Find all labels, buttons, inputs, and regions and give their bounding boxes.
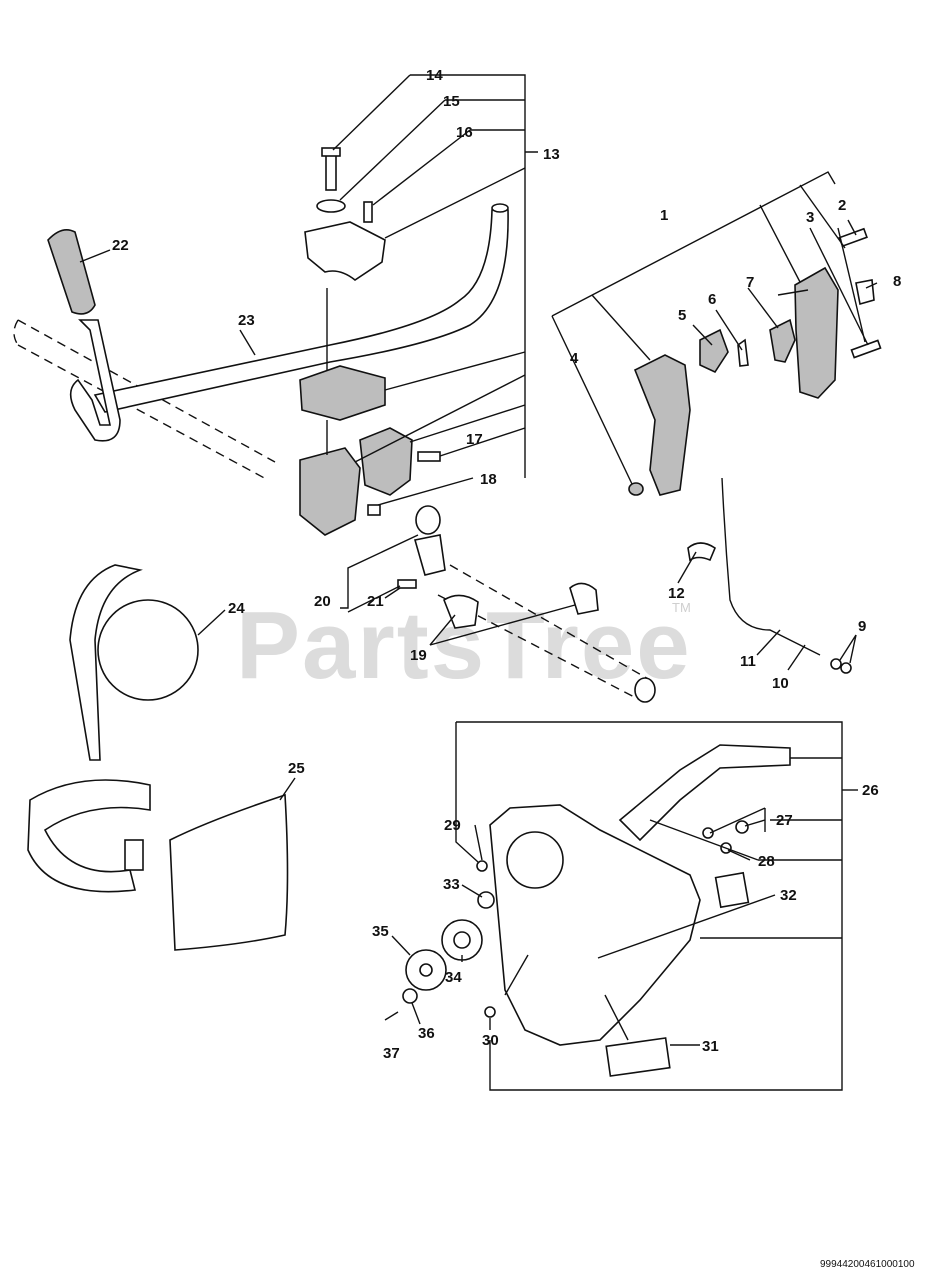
- throttle-cable: [721, 477, 821, 656]
- bolt: [325, 151, 337, 191]
- clamp-left: [443, 594, 479, 629]
- callout-24: 24: [228, 600, 245, 617]
- callout-27: 27: [776, 812, 793, 829]
- bolt-head: [321, 147, 341, 157]
- shoulder-pad: [97, 599, 199, 701]
- callout-9: 9: [858, 618, 866, 635]
- callout-30: 30: [482, 1032, 499, 1049]
- nut-27b: [735, 820, 749, 834]
- callout-2: 2: [838, 197, 846, 214]
- callout-28: 28: [758, 853, 775, 870]
- screw: [363, 201, 373, 223]
- callout-3: 3: [806, 209, 814, 226]
- hanger-ring: [415, 505, 441, 535]
- upper-clamp: [299, 365, 386, 421]
- callout-31: 31: [702, 1038, 719, 1055]
- callout-23: 23: [238, 312, 255, 329]
- callout-35: 35: [372, 923, 389, 940]
- washer-35-center: [419, 963, 433, 977]
- callout-33: 33: [443, 876, 460, 893]
- part-33: [477, 891, 495, 909]
- housing-screw-top: [838, 227, 868, 248]
- throttle-lock: [769, 318, 796, 363]
- callout-labels: 1 2 3 4 5 6 7 8 9 10 11 12 13 14 15 16 1…: [112, 67, 901, 1062]
- callout-22: 22: [112, 237, 129, 254]
- callout-6: 6: [708, 291, 716, 308]
- throttle-nut: [628, 482, 644, 496]
- clamp-screw: [417, 451, 441, 462]
- clamp-right: [569, 582, 599, 615]
- guard-assembly: [384, 744, 791, 1077]
- throttle-housing-right: [794, 266, 839, 399]
- hip-pad: [169, 793, 289, 951]
- cable-clip: [855, 279, 875, 306]
- callout-15: 15: [443, 93, 460, 110]
- throttle-housing-left: [633, 354, 691, 496]
- harness-buckle: [124, 839, 144, 871]
- nut-27a: [702, 827, 714, 839]
- nut-30: [484, 1006, 496, 1018]
- clamp-nut: [367, 504, 381, 516]
- callout-11: 11: [740, 653, 756, 670]
- cable-clamp: [687, 542, 716, 562]
- pin-37: [384, 1011, 399, 1021]
- callout-8: 8: [893, 273, 901, 290]
- callout-7: 7: [746, 274, 754, 291]
- tube-end: [491, 203, 509, 213]
- cup-34-center: [453, 931, 471, 949]
- callout-32: 32: [780, 887, 797, 904]
- callout-37: 37: [383, 1045, 400, 1062]
- throttle-spring: [737, 338, 749, 367]
- callout-14: 14: [426, 67, 443, 84]
- callout-18: 18: [480, 471, 497, 488]
- handlebar-tube: [93, 209, 509, 413]
- phantom-shaft: [13, 319, 276, 481]
- hanger-screw: [397, 579, 417, 589]
- cable-nut-2: [840, 662, 852, 674]
- handle-loop: [69, 319, 121, 442]
- callout-36: 36: [418, 1025, 435, 1042]
- watermark-tm: TM: [672, 600, 691, 615]
- washer: [316, 199, 346, 213]
- callout-26: 26: [862, 782, 879, 799]
- callout-13: 13: [543, 146, 560, 163]
- callout-16: 16: [456, 124, 473, 141]
- callout-20: 20: [314, 593, 331, 610]
- callout-10: 10: [772, 675, 789, 692]
- cable-nut-1: [830, 658, 842, 670]
- clamp-cap: [359, 427, 413, 496]
- lower-clamp: [299, 447, 361, 536]
- guard-bracket: [618, 744, 791, 842]
- callout-25: 25: [288, 760, 305, 777]
- label-31: [605, 1037, 671, 1077]
- callout-19: 19: [410, 647, 427, 664]
- harness: [27, 564, 289, 951]
- callout-5: 5: [678, 307, 686, 324]
- callout-12: 12: [668, 585, 685, 602]
- housing-screw-bottom: [850, 339, 882, 359]
- callout-4: 4: [570, 350, 579, 367]
- callout-21: 21: [367, 593, 384, 610]
- hanger-bracket: [413, 534, 446, 576]
- upper-bracket: [304, 221, 386, 281]
- handlebar-assembly: [13, 147, 509, 536]
- leader-lines: [79, 74, 878, 1091]
- callout-29: 29: [444, 817, 461, 834]
- shaft-clamps: [397, 505, 656, 703]
- callout-1: 1: [660, 207, 668, 224]
- label-32: [714, 871, 750, 909]
- shaft-end: [634, 677, 656, 703]
- guard-hub: [506, 831, 564, 889]
- hip-belt: [27, 779, 151, 893]
- callout-17: 17: [466, 431, 483, 448]
- bolt-29: [476, 860, 488, 872]
- grip: [47, 229, 96, 315]
- callout-34: 34: [445, 969, 462, 986]
- drawing-code: 99944200461000100: [820, 1259, 915, 1270]
- harness-strap: [69, 564, 143, 761]
- nut-36: [402, 988, 418, 1004]
